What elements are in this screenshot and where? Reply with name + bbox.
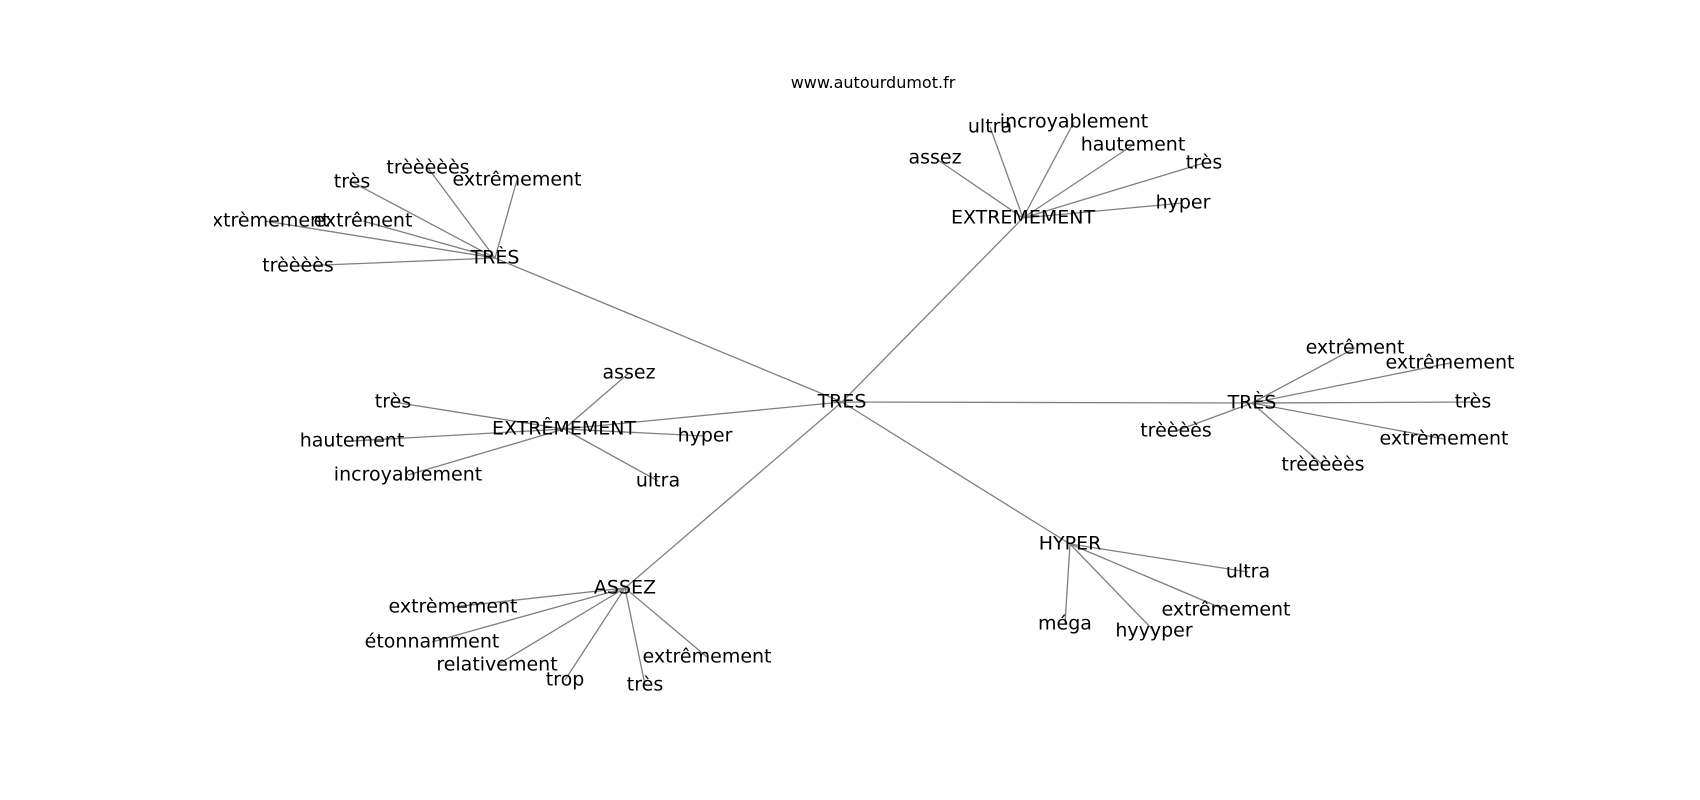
hub-node[interactable]: ASSEZ bbox=[594, 577, 656, 599]
leaf-node[interactable]: ultra bbox=[1226, 561, 1270, 583]
leaf-edge bbox=[1064, 543, 1071, 625]
graph-labels: TRESTRÈStrèstrèèèèèsextrêmementextrèmeme… bbox=[200, 111, 1514, 696]
leaf-node[interactable]: trèèèès bbox=[262, 255, 334, 277]
leaf-node[interactable]: trèèèès bbox=[1140, 420, 1212, 442]
leaf-edge bbox=[427, 167, 496, 259]
leaf-node[interactable]: très bbox=[375, 391, 411, 413]
leaf-edge bbox=[1022, 144, 1134, 219]
leaf-edge bbox=[1069, 543, 1155, 632]
leaf-node[interactable]: assez bbox=[908, 147, 961, 169]
leaf-edge bbox=[1251, 402, 1445, 440]
leaf-edge bbox=[1251, 362, 1451, 404]
leaf-node[interactable]: très bbox=[334, 171, 370, 193]
leaf-node[interactable]: très bbox=[627, 674, 663, 696]
center-edge bbox=[841, 217, 1024, 403]
leaf-node[interactable]: incroyablement bbox=[1000, 111, 1148, 133]
leaf-edge bbox=[351, 181, 496, 259]
leaf-edge bbox=[563, 372, 630, 430]
leaf-edge bbox=[624, 587, 646, 686]
leaf-edge bbox=[1022, 162, 1205, 219]
leaf-node[interactable]: hyper bbox=[1156, 192, 1211, 214]
center-node[interactable]: TRES bbox=[817, 391, 867, 413]
hub-node[interactable]: TRÈS bbox=[470, 246, 520, 269]
leaf-node[interactable]: hyper bbox=[678, 425, 733, 447]
leaf-edge bbox=[351, 428, 565, 442]
center-edge bbox=[841, 401, 1071, 545]
leaf-edge bbox=[362, 220, 496, 259]
leaf-edge bbox=[494, 179, 518, 259]
graph-edges bbox=[264, 121, 1474, 686]
leaf-node[interactable]: hyyyper bbox=[1115, 620, 1193, 642]
leaf-edge bbox=[1069, 543, 1249, 573]
leaf-node[interactable]: extrêmement bbox=[452, 169, 581, 191]
leaf-node[interactable]: trop bbox=[546, 669, 585, 691]
leaf-node[interactable]: extrèmement bbox=[200, 210, 329, 232]
leaf-node[interactable]: relativement bbox=[436, 654, 557, 676]
center-edge bbox=[841, 401, 1253, 404]
leaf-edge bbox=[624, 587, 708, 658]
site-title: www.autourdumot.fr bbox=[791, 73, 956, 92]
leaf-edge bbox=[1069, 543, 1227, 611]
leaf-edge bbox=[563, 428, 659, 482]
leaf-edge bbox=[1251, 402, 1324, 466]
hub-node[interactable]: TRÈS bbox=[1227, 391, 1277, 414]
leaf-edge bbox=[989, 126, 1024, 219]
leaf-node[interactable]: hautement bbox=[300, 430, 405, 452]
leaf-node[interactable]: hautement bbox=[1081, 134, 1186, 156]
leaf-edge bbox=[452, 587, 626, 608]
leaf-edge bbox=[934, 157, 1024, 219]
leaf-node[interactable]: extrèmement bbox=[388, 596, 517, 618]
center-edge bbox=[563, 401, 843, 430]
leaf-edge bbox=[392, 401, 565, 430]
leaf-edge bbox=[297, 257, 496, 267]
leaf-edge bbox=[407, 428, 565, 476]
leaf-edge bbox=[564, 587, 626, 681]
leaf-node[interactable]: très bbox=[1455, 391, 1491, 413]
leaf-edge bbox=[264, 220, 496, 259]
leaf-node[interactable]: étonnamment bbox=[365, 631, 500, 653]
leaf-node[interactable]: extrêment bbox=[1306, 337, 1405, 359]
leaf-node[interactable]: ultra bbox=[968, 116, 1012, 138]
leaf-node[interactable]: trèèèèès bbox=[1281, 454, 1364, 476]
leaf-edge bbox=[1251, 401, 1474, 404]
center-edge bbox=[494, 257, 843, 403]
leaf-node[interactable]: extrèmement bbox=[1379, 428, 1508, 450]
leaf-node[interactable]: extrêmement bbox=[1161, 599, 1290, 621]
leaf-node[interactable]: trèèèèès bbox=[386, 157, 469, 179]
leaf-node[interactable]: extrêment bbox=[314, 210, 413, 232]
leaf-edge bbox=[1022, 202, 1184, 219]
leaf-node[interactable]: assez bbox=[602, 362, 655, 384]
leaf-edge bbox=[496, 587, 626, 666]
center-edge bbox=[624, 401, 843, 589]
leaf-edge bbox=[1251, 347, 1356, 404]
leaf-edge bbox=[1022, 121, 1075, 219]
leaf-edge bbox=[563, 428, 706, 437]
hub-node[interactable]: HYPER bbox=[1039, 533, 1102, 555]
leaf-node[interactable]: ultra bbox=[636, 470, 680, 492]
leaf-node[interactable]: méga bbox=[1038, 613, 1092, 635]
leaf-node[interactable]: extrêmement bbox=[642, 646, 771, 668]
hub-node[interactable]: EXTREMEMENT bbox=[951, 207, 1096, 229]
leaf-node[interactable]: très bbox=[1186, 152, 1222, 174]
leaf-edge bbox=[1175, 402, 1253, 432]
left-margin bbox=[0, 0, 214, 800]
leaf-edge bbox=[431, 587, 626, 643]
leaf-node[interactable]: incroyablement bbox=[334, 464, 482, 486]
leaf-node[interactable]: extrêmement bbox=[1385, 352, 1514, 374]
hub-node[interactable]: EXTRÊMEMENT bbox=[492, 417, 637, 440]
